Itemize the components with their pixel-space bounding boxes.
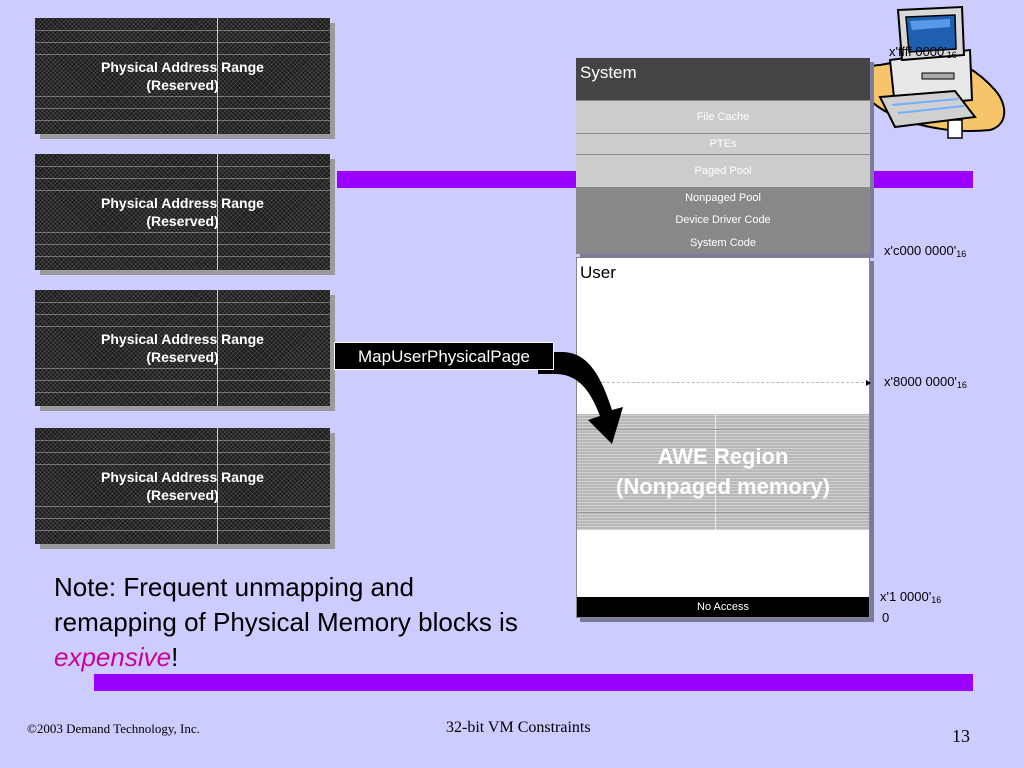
system-region: System File Cache PTEs Paged Pool Nonpag… <box>576 58 870 254</box>
note-line1: Note: Frequent unmapping and <box>54 572 414 602</box>
segment-label: Paged Pool <box>694 164 752 177</box>
physical-block-line2: (Reserved) <box>146 77 219 93</box>
awe-divider <box>715 414 716 530</box>
no-access-segment: No Access <box>577 597 869 617</box>
physical-block-label: Physical Address Range (Reserved) <box>35 194 330 230</box>
awe-line-bottom <box>577 512 869 513</box>
marker-8000-arrow <box>866 380 871 386</box>
physical-block-2: Physical Address Range (Reserved) <box>35 154 330 270</box>
address-1-0000: x'1 0000'16 <box>880 589 941 605</box>
segment-system-code: System Code <box>576 232 870 254</box>
address-base: 16 <box>956 380 967 390</box>
system-header: System <box>576 58 870 100</box>
physical-block-label: Physical Address Range (Reserved) <box>35 58 330 94</box>
user-region: User AWE Region (Nonpaged memory) No Acc… <box>576 257 870 618</box>
footer-copyright: ©2003 Demand Technology, Inc. <box>27 721 200 736</box>
address-value: x'8000 0000' <box>884 374 957 389</box>
address-value: x'1 0000' <box>880 589 932 604</box>
awe-region: AWE Region (Nonpaged memory) <box>577 414 869 530</box>
physical-block-1: Physical Address Range (Reserved) <box>35 18 330 134</box>
segment-label: System Code <box>689 236 757 249</box>
user-label: User <box>580 263 616 282</box>
awe-line-top <box>577 429 869 430</box>
awe-label: AWE Region (Nonpaged memory) <box>577 442 869 502</box>
footer-page-number: 13 <box>952 726 970 746</box>
address-base: 16 <box>931 595 942 605</box>
segment-device-driver-code: Device Driver Code <box>576 210 870 230</box>
physical-block-label: Physical Address Range (Reserved) <box>35 330 330 366</box>
address-value: x'c000 0000' <box>884 243 957 258</box>
physical-block-line2: (Reserved) <box>146 487 219 503</box>
physical-block-line1: Physical Address Range <box>101 469 264 485</box>
address-c000: x'c000 0000'16 <box>884 243 966 259</box>
segment-ptes: PTEs <box>576 134 870 154</box>
system-label: System <box>580 63 637 82</box>
segment-file-cache: File Cache <box>576 101 870 133</box>
note-end: ! <box>171 642 179 672</box>
map-user-physical-page-label: MapUserPhysicalPage <box>334 342 554 370</box>
segment-nonpaged-pool: Nonpaged Pool <box>576 188 870 208</box>
address-top: x'ffff 0000'16 <box>889 44 957 60</box>
awe-label-line2: (Nonpaged memory) <box>616 474 830 499</box>
awe-label-line1: AWE Region <box>657 444 789 469</box>
physical-block-label: Physical Address Range (Reserved) <box>35 468 330 504</box>
physical-block-line1: Physical Address Range <box>101 195 264 211</box>
physical-block-line1: Physical Address Range <box>101 59 264 75</box>
address-base: 16 <box>956 249 967 259</box>
address-base: 16 <box>946 50 957 60</box>
segment-paged-pool: Paged Pool <box>576 155 870 187</box>
physical-block-4: Physical Address Range (Reserved) <box>35 428 330 544</box>
segment-label: Nonpaged Pool <box>685 191 761 204</box>
footer-title: 32-bit VM Constraints <box>446 719 591 736</box>
note-line3: expensive! <box>54 640 594 675</box>
segment-label: Device Driver Code <box>675 213 771 226</box>
address-zero: 0 <box>882 610 890 625</box>
map-arrow-icon <box>538 352 623 444</box>
no-access-label: No Access <box>697 601 749 613</box>
address-8000: x'8000 0000'16 <box>884 374 967 390</box>
note-line2: remapping of Physical Memory blocks is <box>54 607 518 637</box>
divider-8000-line <box>577 382 869 383</box>
segment-label: PTEs <box>709 137 737 150</box>
physical-block-3: Physical Address Range (Reserved) <box>35 290 330 406</box>
physical-block-line2: (Reserved) <box>146 213 219 229</box>
accent-bar-lower <box>94 674 973 691</box>
physical-block-line2: (Reserved) <box>146 349 219 365</box>
physical-block-line1: Physical Address Range <box>101 331 264 347</box>
address-value: x'ffff 0000' <box>889 44 947 59</box>
segment-label: File Cache <box>696 110 750 123</box>
note-emphasis: expensive <box>54 642 172 672</box>
computer-icon <box>860 5 1006 139</box>
note-text: Note: Frequent unmapping and remapping o… <box>54 570 594 675</box>
